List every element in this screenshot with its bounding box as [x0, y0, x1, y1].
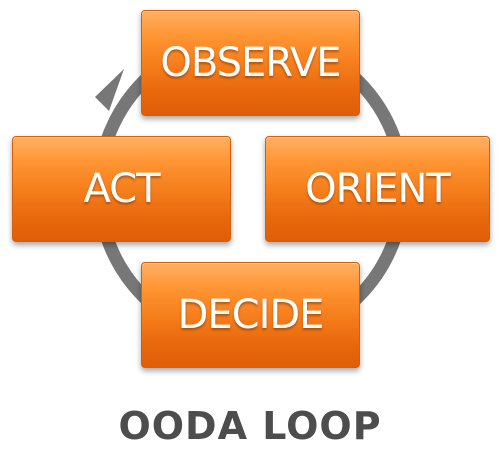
observe-box: OBSERVE [141, 10, 360, 116]
orient-box: ORIENT [265, 136, 490, 242]
arrowhead-icon [95, 69, 124, 111]
decide-label: DECIDE [177, 292, 325, 338]
act-box: ACT [12, 136, 231, 242]
decide-box: DECIDE [141, 262, 360, 368]
orient-label: ORIENT [305, 166, 451, 212]
act-label: ACT [83, 166, 160, 212]
diagram-title: OODA LOOP [118, 404, 382, 448]
observe-label: OBSERVE [160, 40, 341, 86]
